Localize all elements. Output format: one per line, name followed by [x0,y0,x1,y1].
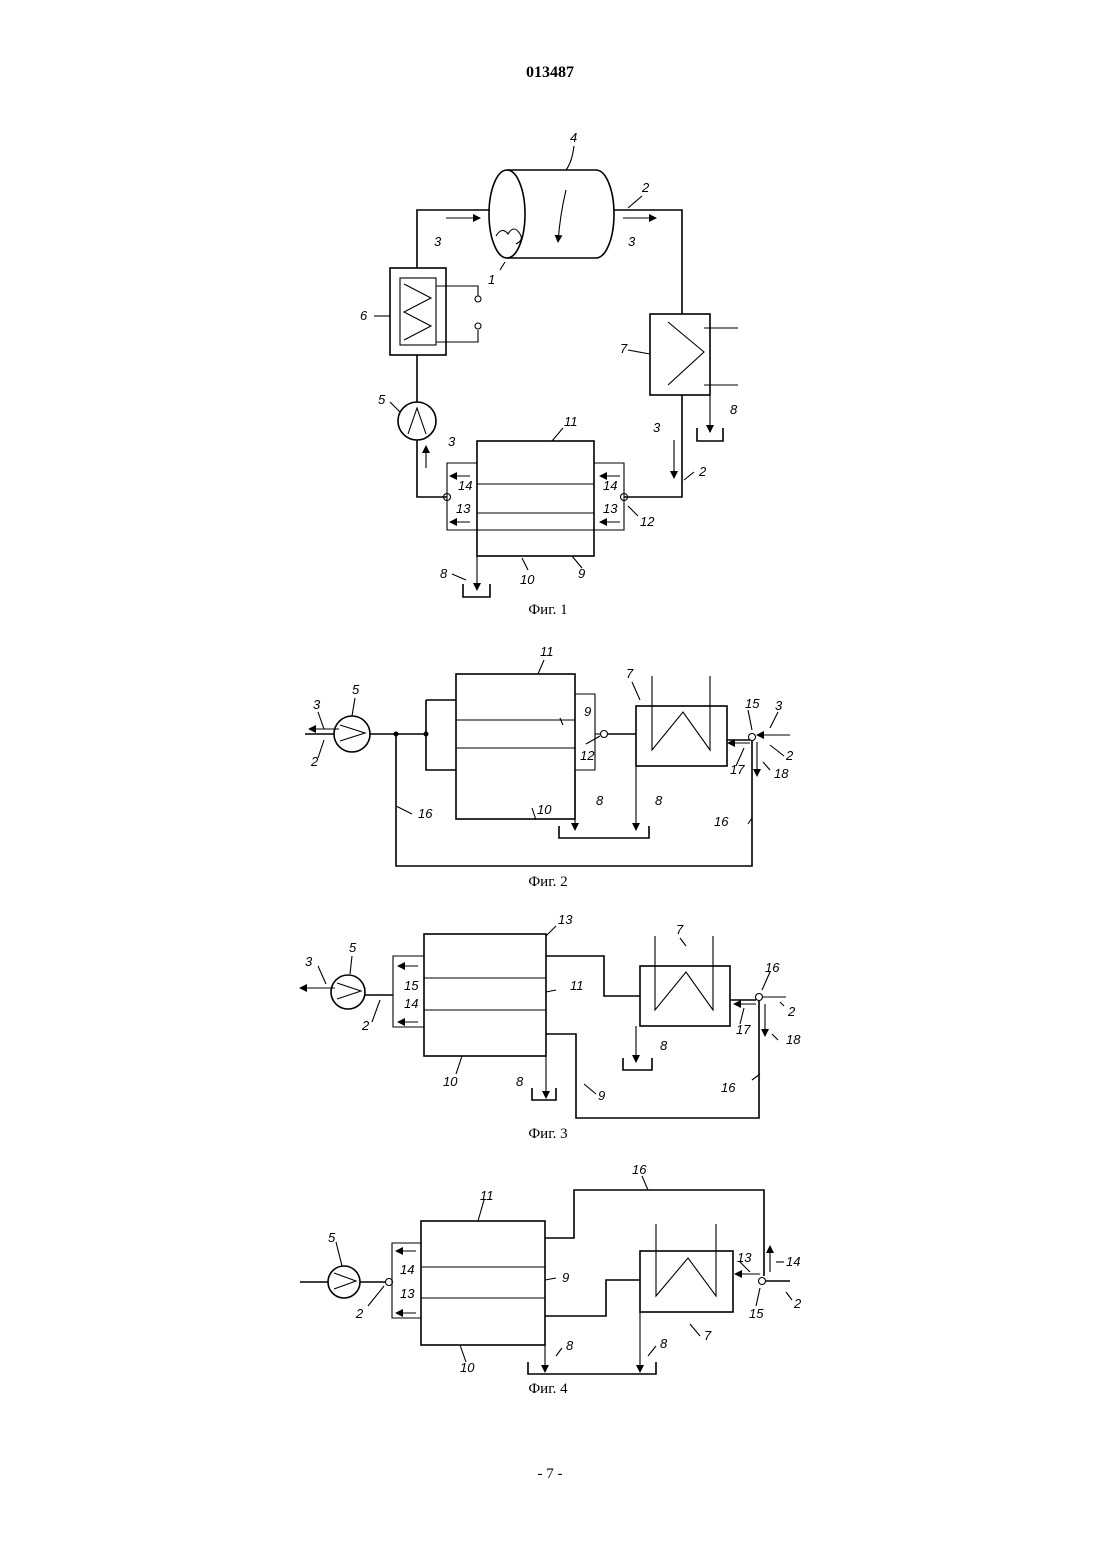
label: 15 [745,696,760,711]
label: 3 [653,420,661,435]
label: 14 [603,478,617,493]
fan [398,402,436,440]
label: 16 [714,814,729,829]
heater [390,268,481,355]
figure-caption: Фиг. 2 [528,874,567,890]
label: 8 [655,793,663,808]
separator-column [392,1221,545,1345]
figure-caption: Фиг. 4 [528,1381,568,1397]
label: 5 [352,682,360,697]
label: 18 [774,766,789,781]
label: 2 [355,1306,364,1321]
label: 12 [640,514,655,529]
label: 3 [313,697,321,712]
fan [331,975,365,1009]
label: 17 [730,762,745,777]
label: 18 [786,1032,801,1047]
fan [328,1266,360,1298]
figure-caption: Фиг. 1 [528,602,567,618]
fan [334,716,370,752]
separator-column [393,934,546,1056]
label: 7 [704,1328,712,1343]
label: 8 [596,793,604,808]
label: 11 [564,414,578,429]
label: 16 [721,1080,736,1095]
label: 11 [540,644,554,659]
figure-4: 5 2 14 13 11 9 10 8 8 7 16 13 14 15 2 Фи… [300,1162,802,1397]
label: 15 [404,978,419,993]
figure-2: 3 2 5 11 7 9 12 10 8 8 16 16 15 3 2 17 1… [305,644,794,890]
label: 11 [570,978,584,993]
label: 8 [660,1038,668,1053]
label: 16 [418,806,433,821]
label: 8 [566,1338,574,1353]
label: 10 [537,802,552,817]
figure-caption: Фиг. 3 [528,1126,567,1142]
label: 14 [786,1254,800,1269]
label: 17 [736,1022,751,1037]
label: 2 [785,748,794,763]
separator-column [456,674,608,819]
label: 16 [632,1162,647,1177]
label: 14 [404,996,418,1011]
label: 2 [793,1296,802,1311]
label: 8 [440,566,448,581]
label: 1 [488,272,495,287]
label: 8 [660,1336,668,1351]
label: 3 [628,234,636,249]
label: 11 [480,1188,494,1203]
label: 9 [562,1270,569,1285]
label: 3 [434,234,442,249]
label: 7 [620,341,628,356]
label: 16 [765,960,780,975]
label: 7 [626,666,634,681]
label: 2 [361,1018,370,1033]
label: 10 [443,1074,458,1089]
label: 12 [580,748,595,763]
label: 6 [360,308,368,323]
page-number: - 7 - [0,1466,1100,1483]
label: 10 [460,1360,475,1375]
label: 9 [584,704,591,719]
condenser [650,314,738,441]
label: 8 [516,1074,524,1089]
label: 8 [730,402,738,417]
label: 2 [698,464,707,479]
label: 5 [349,940,357,955]
label: 5 [378,392,386,407]
label: 9 [578,566,585,581]
separator-column [444,441,628,597]
label: 13 [737,1250,752,1265]
label: 15 [749,1306,764,1321]
figure-1: 4 2 3 3 1 6 7 8 5 3 3 11 14 13 14 13 2 1… [360,130,738,618]
label: 2 [310,754,319,769]
figure-3: 3 5 2 15 14 13 11 7 16 2 17 18 10 8 8 9 … [300,912,801,1142]
label: 14 [458,478,472,493]
label: 3 [448,434,456,449]
label: 13 [558,912,573,927]
label: 4 [570,130,577,145]
label: 13 [400,1286,415,1301]
condenser [640,936,730,1026]
label: 7 [676,922,684,937]
label: 13 [603,501,618,516]
label: 3 [775,698,783,713]
label: 9 [598,1088,605,1103]
label: 2 [641,180,650,195]
drum [489,170,614,258]
label: 14 [400,1262,414,1277]
condenser [640,1224,733,1312]
condenser [636,676,727,766]
label: 2 [787,1004,796,1019]
label: 13 [456,501,471,516]
label: 3 [305,954,313,969]
label: 5 [328,1230,336,1245]
label: 10 [520,572,535,587]
